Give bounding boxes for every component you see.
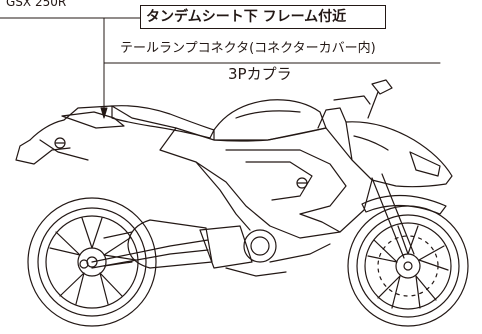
connector-type-label: 3Pカプラ: [228, 65, 292, 83]
front-fork: [361, 173, 447, 259]
swingarm: [79, 239, 209, 269]
location-label: タンデムシート下 フレーム付近: [146, 9, 347, 25]
tail-section: [15, 105, 177, 165]
front-wheel: [347, 205, 469, 327]
leader-lines: [0, 17, 441, 119]
front-cowl: [317, 79, 453, 188]
rear-wheel: [27, 197, 157, 327]
engine-and-exhaust: [103, 219, 331, 277]
fuel-tank: [213, 99, 327, 142]
model-label: GSX 250R: [6, 0, 67, 9]
location-callout-box: [140, 5, 386, 29]
connector-label: テールランプコネクタ(コネクターカバー内): [120, 41, 376, 56]
side-fairing: [159, 127, 373, 239]
leader-arrowhead: [100, 107, 108, 119]
seat: [111, 105, 215, 139]
